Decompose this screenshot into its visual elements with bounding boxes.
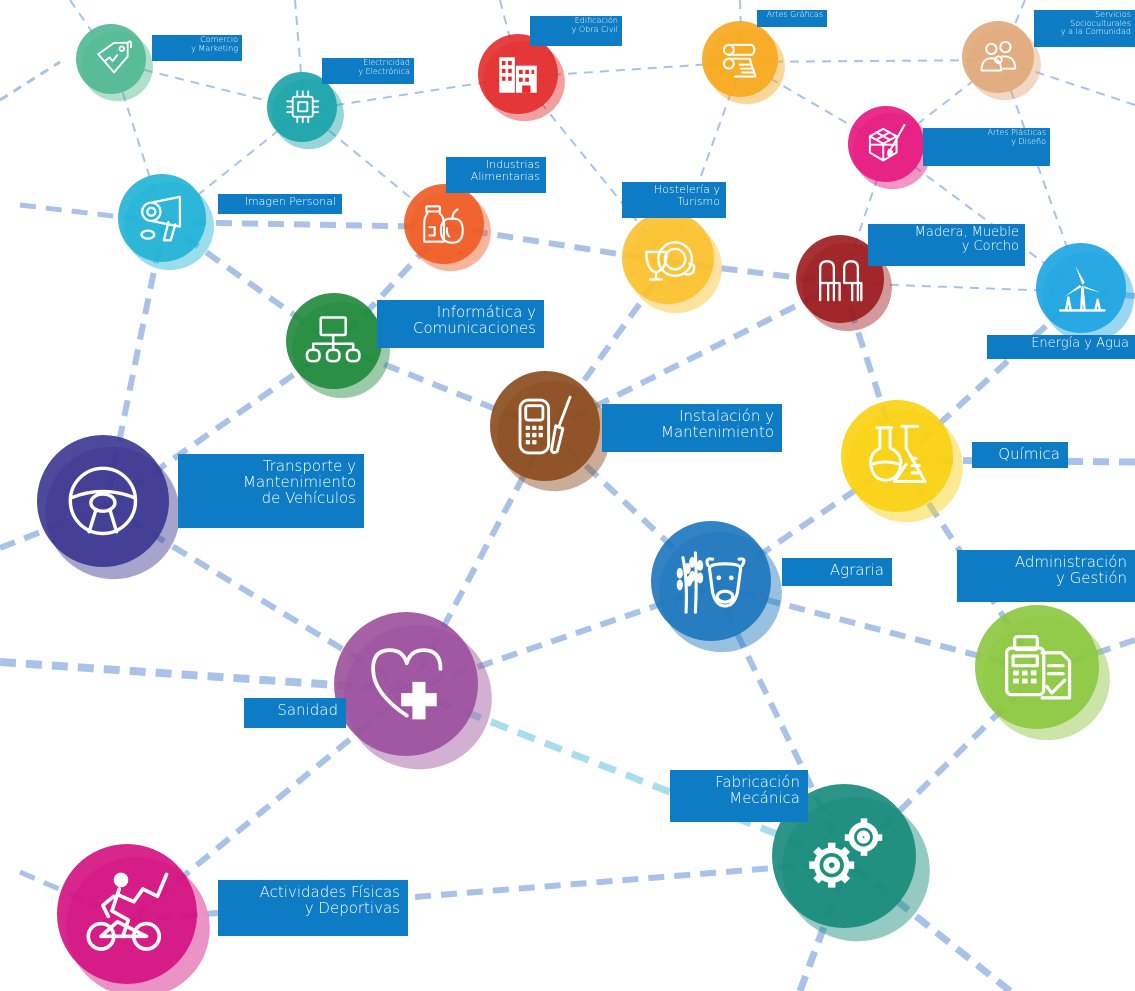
agraria-label: Agraria	[782, 558, 892, 586]
people-icon	[980, 40, 1016, 72]
cyclist-icon	[86, 872, 169, 951]
hosteleria-label: Hostelería y Turismo	[622, 182, 726, 218]
link-agraria-administracion	[713, 583, 1041, 675]
price-tag-icon	[96, 40, 132, 74]
fabricacion-label: Fabricación Mecánica	[670, 770, 808, 822]
wind-turbine-icon	[1058, 266, 1106, 312]
deportivas-circle	[56, 844, 197, 985]
link-informatica-transporte	[104, 342, 338, 509]
hair-dryer-icon	[140, 195, 182, 242]
link-instalacion-madera	[546, 280, 844, 433]
link-edge-2	[294, 0, 305, 111]
servicios-label: Servicios Socioculturales y a la Comunid…	[1034, 10, 1135, 47]
link-artes_graficas-servicios	[741, 59, 1001, 63]
link-artes_plasticas-energia	[887, 146, 1084, 293]
link-edge-14	[845, 859, 1013, 991]
link-edge-0	[0, 60, 61, 102]
link-deportivas-fabricacion	[129, 859, 849, 923]
administracion-label: Administración y Gestión	[957, 550, 1135, 602]
transporte-label: Transporte y Mantenimiento de Vehículos	[178, 454, 364, 528]
artes-plasticas-label: Artes Plásticas y Diseño	[923, 128, 1050, 166]
link-administracion-fabricacion	[845, 669, 1043, 865]
hosteleria-circle	[621, 212, 714, 305]
sanidad-label: Sanidad	[244, 698, 346, 728]
building-icon	[499, 57, 537, 93]
gears-icon	[808, 818, 882, 889]
alimentarias-label: Industrias Alimentarias	[446, 157, 546, 193]
instalacion-label: Instalación y Mantenimiento	[602, 404, 782, 452]
jar-apple-icon	[423, 205, 464, 244]
quimica-label: Química	[972, 442, 1068, 468]
deportivas-label: Actividades Físicas y Deportivas	[218, 880, 408, 936]
cube-brush-icon	[869, 124, 906, 162]
calculator-document-icon	[1004, 634, 1071, 700]
flask-icon	[869, 424, 927, 484]
steering-wheel-icon	[68, 466, 138, 536]
madera-label: Madera, Mueble y Corcho	[868, 224, 1025, 266]
chairs-icon	[819, 260, 863, 302]
edificacion-label: Edificación y Obra Civil	[530, 16, 622, 46]
wheat-cow-icon	[676, 551, 746, 614]
informatica-label: Informática y Comunicaciones	[377, 300, 544, 348]
network-icon	[306, 316, 362, 363]
link-artes_graficas-artes_plasticas	[741, 61, 889, 148]
meter-screwdriver-icon	[518, 395, 571, 455]
imagen-label: Imagen Personal	[218, 194, 342, 214]
energia-label: Energía y Agua	[987, 335, 1135, 359]
imagen-circle	[117, 174, 206, 263]
microchip-icon	[285, 90, 319, 124]
link-comercio-imagen	[112, 61, 165, 223]
printing-rolls-icon	[723, 44, 757, 78]
sanidad-circle	[334, 612, 479, 757]
dishes-icon	[644, 241, 696, 282]
instalacion-circle	[490, 370, 601, 481]
comercio-label: Comercio y Marketing	[152, 35, 242, 61]
artes-graficas-label: Artes Gráficas	[757, 10, 827, 27]
electricidad-label: Electricidad y Electrónica	[322, 58, 414, 84]
transporte-circle	[36, 434, 169, 567]
link-imagen-alimentarias	[163, 219, 447, 230]
heart-cross-icon	[370, 648, 442, 720]
